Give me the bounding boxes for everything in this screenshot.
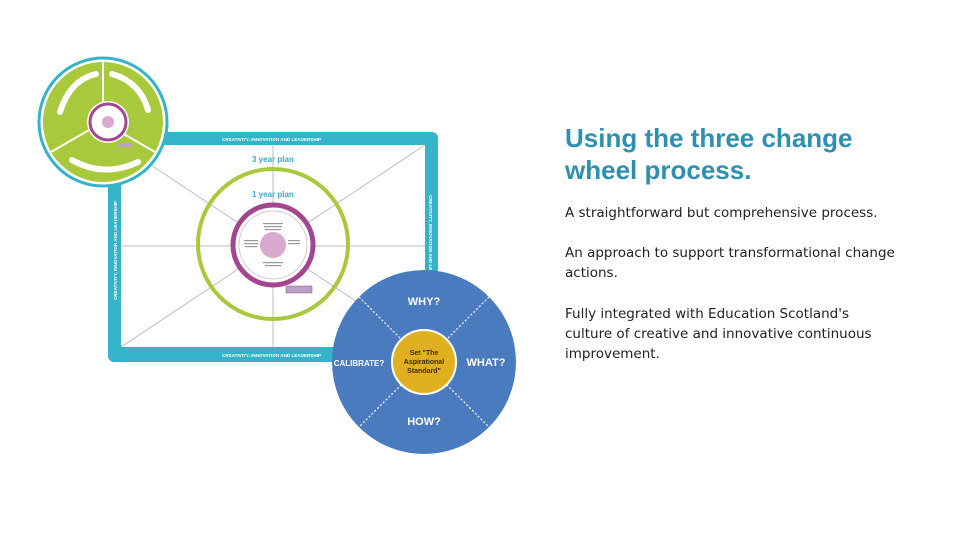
how-label: HOW? <box>407 416 441 428</box>
frame-bottom-label: CREATIVITY, INNOVATION AND LEADERSHIP <box>222 353 321 358</box>
calibrate-label: CALIBRATE? <box>334 359 385 368</box>
paragraph-1: A straightforward but comprehensive proc… <box>565 205 878 221</box>
paragraph-2: An approach to support transformational … <box>565 245 895 281</box>
frame-left-label: CREATIVITY, INNOVATION AND LEADERSHIP <box>113 201 118 300</box>
why-label: WHY? <box>408 296 441 308</box>
green-wheel <box>37 56 169 188</box>
frame-top-label: CREATIVITY, INNOVATION AND LEADERSHIP <box>222 137 321 142</box>
paragraph-3: Fully integrated with Education Scotland… <box>565 306 872 362</box>
slide-title: Using the three change wheel process. <box>565 123 853 185</box>
change-wheel-diagram: CREATIVITY, INNOVATION AND LEADERSHIP CR… <box>37 56 516 454</box>
blue-wheel: WHY? WHAT? HOW? CALIBRATE? Set "The Aspi… <box>332 270 516 454</box>
center-line-2: Aspirational <box>404 359 445 366</box>
aspirational-standard-circle <box>391 329 457 395</box>
plan-3-year-label: 3 year plan <box>252 155 294 164</box>
center-line-3: Standard" <box>407 368 441 375</box>
what-label: WHAT? <box>467 357 506 369</box>
frame-right-label: CREATIVITY, INNOVATION AND LEADERSHIP <box>428 195 433 294</box>
plan-1-year-label: 1 year plan <box>252 190 294 199</box>
plan-circles: 3 year plan 1 year plan <box>196 155 350 321</box>
center-line-1: Set "The <box>410 350 439 357</box>
